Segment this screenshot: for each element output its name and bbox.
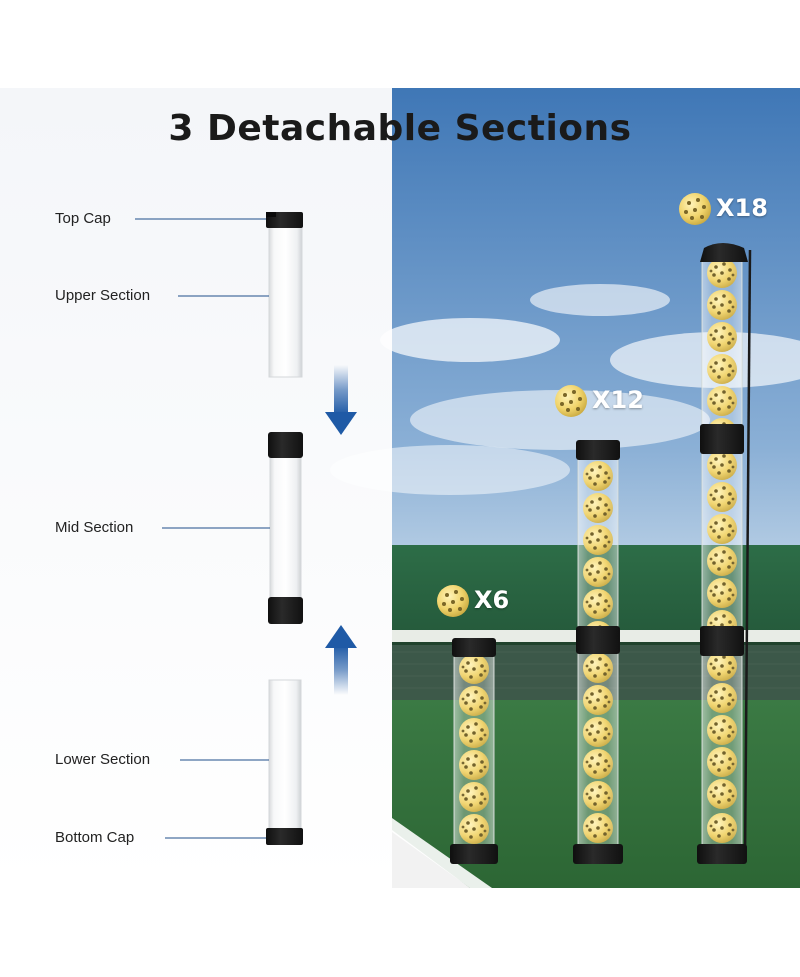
capacity-large: X18 <box>716 194 768 222</box>
arrow-down-icon <box>325 365 357 435</box>
capacity-small: X6 <box>474 586 510 614</box>
label-lower-section: Lower Section <box>55 751 151 768</box>
bottom-cap <box>266 828 303 845</box>
exploded-tube <box>266 212 303 845</box>
label-mid-section: Mid Section <box>55 519 134 536</box>
page-title: 3 Detachable Sections <box>168 108 632 149</box>
label-top-cap: Top Cap <box>55 210 111 227</box>
left-background <box>0 88 392 888</box>
upper-section-tube <box>268 226 303 378</box>
pickleball-icon <box>555 385 587 417</box>
mid-section-tube <box>269 454 302 601</box>
arrow-up-icon <box>325 625 357 695</box>
capacity-medium: X12 <box>592 386 644 414</box>
label-bottom-cap: Bottom Cap <box>55 829 135 846</box>
pickleball-icon <box>437 585 469 617</box>
leader-lines <box>135 218 270 839</box>
label-upper-section: Upper Section <box>55 287 151 304</box>
tube-6-balls <box>450 638 498 864</box>
tube-12-balls <box>573 440 623 864</box>
lower-section-tube <box>268 679 302 831</box>
pickleball-icon <box>679 193 711 225</box>
tube-18-balls <box>697 243 752 864</box>
